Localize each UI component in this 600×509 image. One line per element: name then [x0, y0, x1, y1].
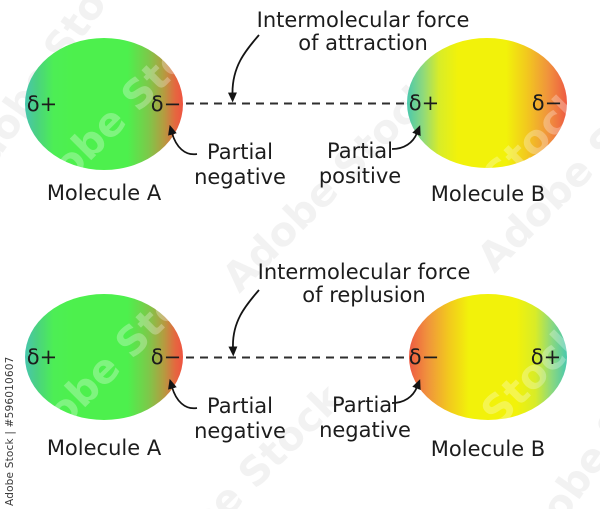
callout-line2: negative: [319, 418, 411, 442]
partial-positive-callout-top: Partial positive: [319, 139, 401, 189]
partial-negative-right-callout-bottom: Partial negative: [319, 393, 411, 443]
molecule-b-name-bottom: Molecule B: [430, 437, 546, 461]
delta-plus-label-molecule-b-bottom: δ+: [530, 345, 562, 369]
partial-negative-callout-top: Partial negative: [194, 140, 286, 190]
delta-minus-label-molecule-b-top: δ−: [531, 91, 563, 115]
molecule-b-ellipse-bottom: [409, 294, 567, 420]
title-arrow-top: [227, 34, 260, 103]
partial-positive-arrow-top: [391, 125, 421, 150]
stock-attribution: Adobe Stock | #596010607: [4, 356, 16, 506]
delta-plus-label-molecule-a-bottom: δ+: [26, 345, 58, 369]
partial-negative-right-arrow-bottom: [391, 379, 421, 404]
callout-line2: negative: [194, 419, 286, 443]
partial-negative-arrow-top: [168, 124, 198, 156]
callout-line2: negative: [194, 165, 286, 189]
section-title-line2-bottom: of replusion: [302, 283, 426, 307]
callout-line1: Partial: [327, 139, 393, 163]
section-title-line1-top: Intermolecular force: [256, 8, 470, 32]
molecule-a-ellipse-bottom: [25, 294, 183, 420]
section-title-line2-top: of attraction: [298, 31, 428, 55]
callout-line1: Partial: [206, 140, 273, 164]
title-arrow-bottom: [228, 289, 260, 357]
molecule-a-ellipse-top: [25, 38, 183, 170]
section-title-line1-bottom: Intermolecular force: [257, 260, 471, 284]
callout-line1: Partial: [206, 394, 273, 418]
callout-line2: positive: [318, 164, 402, 188]
callout-line1: Partial: [331, 393, 398, 417]
delta-plus-label-molecule-a-top: δ+: [26, 92, 58, 116]
delta-minus-label-molecule-a-top: δ−: [150, 92, 182, 116]
molecule-a-name-top: Molecule A: [46, 181, 162, 205]
delta-minus-label-molecule-b-bottom: δ−: [408, 345, 440, 369]
molecule-b-ellipse-top: [407, 38, 567, 168]
molecule-a-name-bottom: Molecule A: [46, 436, 162, 460]
partial-negative-left-callout-bottom: Partial negative: [194, 394, 286, 444]
partial-negative-left-arrow-bottom: [168, 378, 198, 410]
delta-minus-label-molecule-a-bottom: δ−: [150, 345, 182, 369]
delta-plus-label-molecule-b-top: δ+: [408, 91, 440, 115]
molecule-b-name-top: Molecule B: [430, 182, 546, 206]
